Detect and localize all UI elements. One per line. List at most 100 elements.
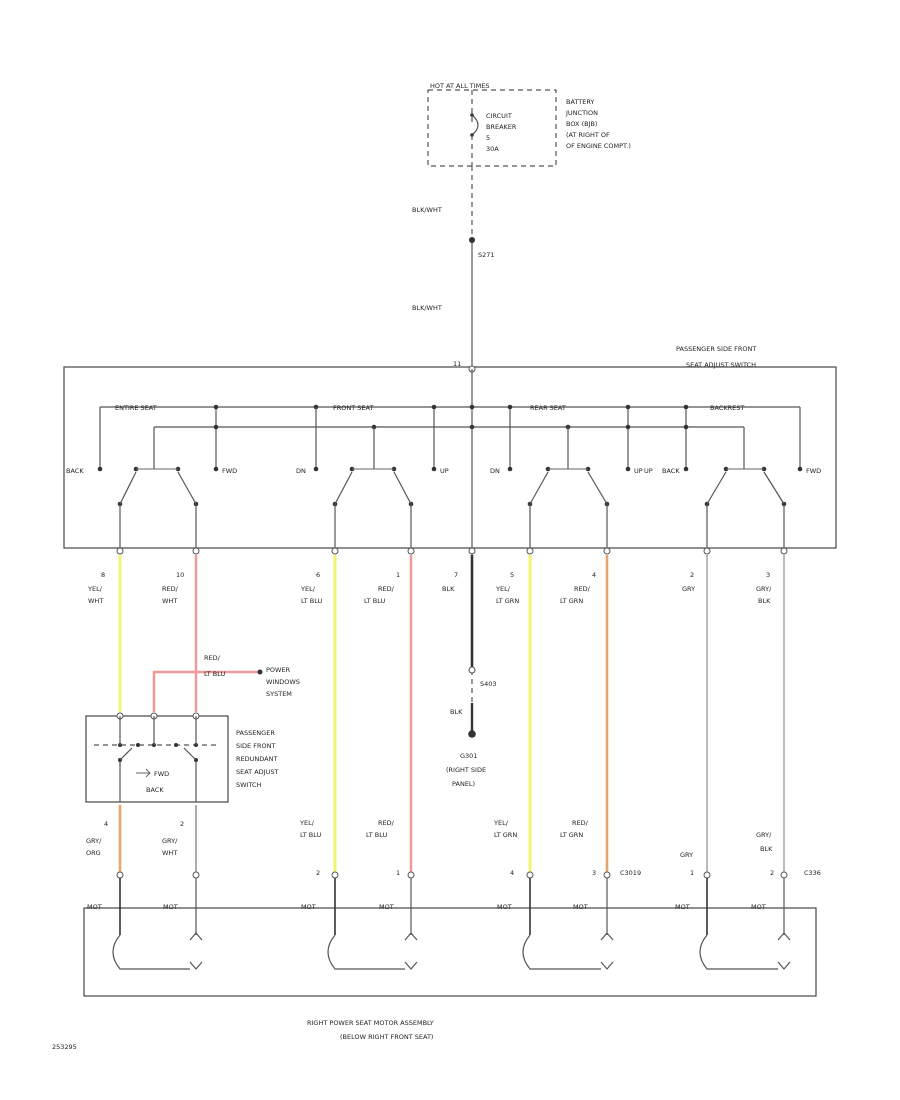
mot-label-6: MOT: [573, 903, 588, 911]
wire-color-5a: BLK: [442, 585, 455, 593]
pos-fwd-1: FWD: [222, 467, 237, 475]
figure-id: 253295: [52, 1043, 77, 1051]
lower-pin-5: 4: [510, 869, 514, 877]
wire-color-7a: RED/: [574, 585, 591, 593]
power-windows-label-1: POWER: [266, 666, 291, 674]
pos-back-2: BACK: [662, 467, 680, 475]
toggle-entire-seat: [97, 466, 219, 507]
fuse-box: HOT AT ALL TIMES CIRCUIT BREAKER 5 30A B…: [427, 82, 631, 167]
lower-pin-1: 4: [104, 820, 108, 828]
motor-winding-icon: [699, 932, 791, 970]
lower-color-8a: GRY/: [756, 831, 772, 839]
mot-label-3: MOT: [301, 903, 316, 911]
lower-pin-4: 1: [396, 869, 400, 877]
wire-pin-1: 8: [101, 571, 105, 579]
mot-label-5: MOT: [497, 903, 512, 911]
mot-label-2: MOT: [163, 903, 178, 911]
breaker-line-2: BREAKER: [486, 123, 517, 131]
power-windows-branch: RED/ LT BLU POWER WINDOWS SYSTEM: [152, 654, 300, 712]
wire-color-7b: LT GRN: [560, 597, 583, 605]
motor-winding-icon: [522, 932, 614, 970]
lower-color-7a: GRY: [680, 851, 693, 859]
pos-up-3: UP: [644, 467, 653, 475]
ground-splice-label: S403: [480, 680, 497, 688]
power-windows-label-3: SYSTEM: [266, 690, 292, 698]
pos-back-1: BACK: [66, 467, 84, 475]
fuse-location-1: BATTERY: [566, 98, 594, 106]
wire-pin-6: 5: [510, 571, 514, 579]
redundant-name-4: SEAT ADJUST: [236, 768, 278, 776]
fuse-location-3: BOX (BJB): [566, 120, 597, 128]
wire-color-6b: LT GRN: [496, 597, 519, 605]
ground-label-2: (RIGHT SIDE: [446, 766, 486, 774]
ground-circuit: S403 BLK G301 (RIGHT SIDE PANEL): [446, 666, 497, 788]
motor-winding-icon: [112, 932, 203, 970]
output-wires: 8 YEL/ WHT 10 RED/ WHT 6 YEL/ LT BLU 1 R…: [87, 504, 788, 872]
lower-color-1b: ORG: [86, 849, 101, 857]
connector-c3019: C3019: [620, 869, 641, 877]
lower-pin-7: 1: [690, 869, 694, 877]
wire-color-9b: BLK: [758, 597, 771, 605]
group-backrest: BACKREST: [710, 404, 744, 412]
lower-color-6a: RED/: [572, 819, 589, 827]
mot-label-7: MOT: [675, 903, 690, 911]
breaker-line-4: 30A: [486, 145, 499, 153]
lower-color-2a: GRY/: [162, 837, 178, 845]
feed-wire: BLK/WHT S271 BLK/WHT: [412, 166, 495, 367]
group-entire-seat: ENTIRE SEAT: [115, 404, 157, 412]
lower-color-4b: LT BLU: [366, 831, 388, 839]
motor-name-2: (BELOW RIGHT FRONT SEAT): [340, 1033, 433, 1041]
mot-label-8: MOT: [751, 903, 766, 911]
wire-pin-9: 3: [766, 571, 770, 579]
ground-point-icon: [468, 730, 476, 738]
toggle-rear-seat: [507, 466, 631, 507]
splice-s403: [468, 666, 476, 674]
toggle-front-seat: [313, 466, 437, 507]
ground-label-1: G301: [460, 752, 477, 760]
breaker-line-1: CIRCUIT: [486, 112, 512, 120]
wire-color-2a: RED/: [162, 585, 179, 593]
redundant-name-5: SWITCH: [236, 781, 262, 789]
wire-pin-8: 2: [690, 571, 694, 579]
wire-pin-7: 4: [592, 571, 596, 579]
redundant-switch: FWD BACK PASSENGER SIDE FRONT REDUNDANT …: [85, 712, 278, 803]
lower-pin-3: 2: [316, 869, 320, 877]
motor-name-1: RIGHT POWER SEAT MOTOR ASSEMBLY: [307, 1019, 434, 1027]
switch-name-2: SEAT ADJUST SWITCH: [686, 361, 756, 369]
wire-color-3b: LT BLU: [301, 597, 323, 605]
wire-color-3a: YEL/: [300, 585, 316, 593]
ground-label-3: PANEL): [452, 780, 475, 788]
wire-color-1a: YEL/: [87, 585, 103, 593]
lower-color-8b: BLK: [760, 845, 773, 853]
seat-adjust-switch: PASSENGER SIDE FRONT SEAT ADJUST SWITCH …: [63, 345, 837, 555]
wire-color-6a: YEL/: [495, 585, 511, 593]
fuse-location-5: OF ENGINE COMPT.): [566, 142, 631, 150]
connector-c336: C336: [804, 869, 821, 877]
lower-color-6b: LT GRN: [560, 831, 583, 839]
motor-winding-icon: [327, 932, 418, 970]
feed-wire-lower-label: BLK/WHT: [412, 304, 442, 312]
lower-color-4a: RED/: [378, 819, 395, 827]
splice-s271-label: S271: [478, 251, 495, 259]
power-windows-label-2: WINDOWS: [266, 678, 300, 686]
wire-color-4b: LT BLU: [364, 597, 386, 605]
fuse-location-4: (AT RIGHT OF: [566, 131, 610, 139]
wire-pin-2: 10: [176, 571, 184, 579]
lower-pin-2: 2: [180, 820, 184, 828]
wire-color-9a: GRY/: [756, 585, 772, 593]
fuse-location-2: JUNCTION: [565, 109, 598, 117]
ground-wire-label: BLK: [450, 708, 463, 716]
redundant-inner-back: BACK: [146, 786, 164, 794]
fuse-box-title: HOT AT ALL TIMES: [430, 82, 490, 90]
switch-name-1: PASSENGER SIDE FRONT: [676, 345, 756, 353]
mot-label-1: MOT: [87, 903, 102, 911]
switch-pin-top-label: 11: [453, 360, 461, 368]
wire-color-1b: WHT: [88, 597, 103, 605]
redundant-name-2: SIDE FRONT: [236, 742, 275, 750]
toggle-backrest: [683, 466, 803, 507]
splice-s271: [469, 237, 475, 243]
lower-color-3b: LT BLU: [300, 831, 322, 839]
wire-color-4a: RED/: [378, 585, 395, 593]
lower-color-5a: YEL/: [493, 819, 509, 827]
